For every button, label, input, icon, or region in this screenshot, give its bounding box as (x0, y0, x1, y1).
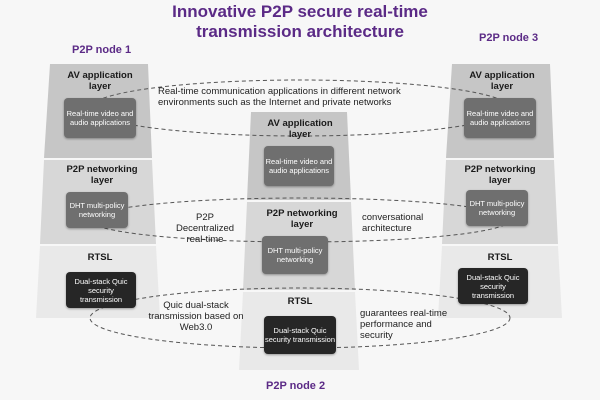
node3-rtsl-box-text: Dual-stack Quic security transmission (466, 272, 520, 300)
node3-label: P2P node 3 (479, 32, 539, 44)
diagram-title-line2: transmission architecture (196, 22, 404, 41)
realtime-comm-annotation: Real-time communication applications in … (158, 86, 401, 108)
node1-rtsl-box-text: Dual-stack Quic security transmission (74, 276, 128, 304)
node2-av-box: Real-time video and audio applications (264, 146, 334, 186)
node1-p2p-title: P2P networking layer (66, 164, 138, 186)
node1-p2p-box-text: DHT multi-policy networking (69, 201, 125, 219)
node3-rtsl-title: RTSL (487, 252, 513, 263)
node3-p2p-box: DHT multi-policy networking (466, 190, 528, 226)
node1-rtsl-title: RTSL (87, 252, 113, 263)
node1-label: P2P node 1 (72, 44, 132, 56)
p2p-decentralized-annotation: P2P Decentralized real-time (175, 212, 235, 245)
node2-rtsl-title: RTSL (287, 296, 313, 307)
quic-dual-stack-annotation: Quic dual-stack transmission based on We… (148, 300, 244, 333)
node3-p2p-box-text: DHT multi-policy networking (469, 199, 525, 217)
node2-av-title: AV application layer (267, 118, 333, 140)
diagram-title-line1: Innovative P2P secure real-time (172, 2, 428, 21)
node2-p2p-box-text: DHT multi-policy networking (267, 246, 323, 264)
node3-rtsl-box: Dual-stack Quic security transmission (458, 268, 528, 304)
node2-av-box-text: Real-time video and audio applications (265, 157, 333, 175)
node1-rtsl-box: Dual-stack Quic security transmission (66, 272, 136, 308)
node2-rtsl-box-text: Dual-stack Quic security transmission (264, 326, 336, 344)
node3-av-title: AV application layer (469, 70, 535, 92)
node1-av-box: Real-time video and audio applications (64, 98, 136, 138)
node1-av-title: AV application layer (67, 70, 133, 92)
rtsl-layer-ring (89, 287, 511, 349)
node2-rtsl-box: Dual-stack Quic security transmission (264, 316, 336, 354)
node1-p2p-box: DHT multi-policy networking (66, 192, 128, 228)
node2-p2p-title: P2P networking layer (266, 208, 338, 230)
node2-label: P2P node 2 (266, 380, 326, 392)
conversational-annotation: conversational architecture (362, 212, 424, 234)
node3-av-box: Real-time video and audio applications (464, 98, 536, 138)
guarantees-annotation: guarantees real-time performance and sec… (360, 308, 448, 341)
node2-p2p-box: DHT multi-policy networking (262, 236, 328, 274)
node1-av-box-text: Real-time video and audio applications (66, 109, 134, 127)
node3-av-box-text: Real-time video and audio applications (466, 109, 534, 127)
node3-p2p-title: P2P networking layer (464, 164, 536, 186)
